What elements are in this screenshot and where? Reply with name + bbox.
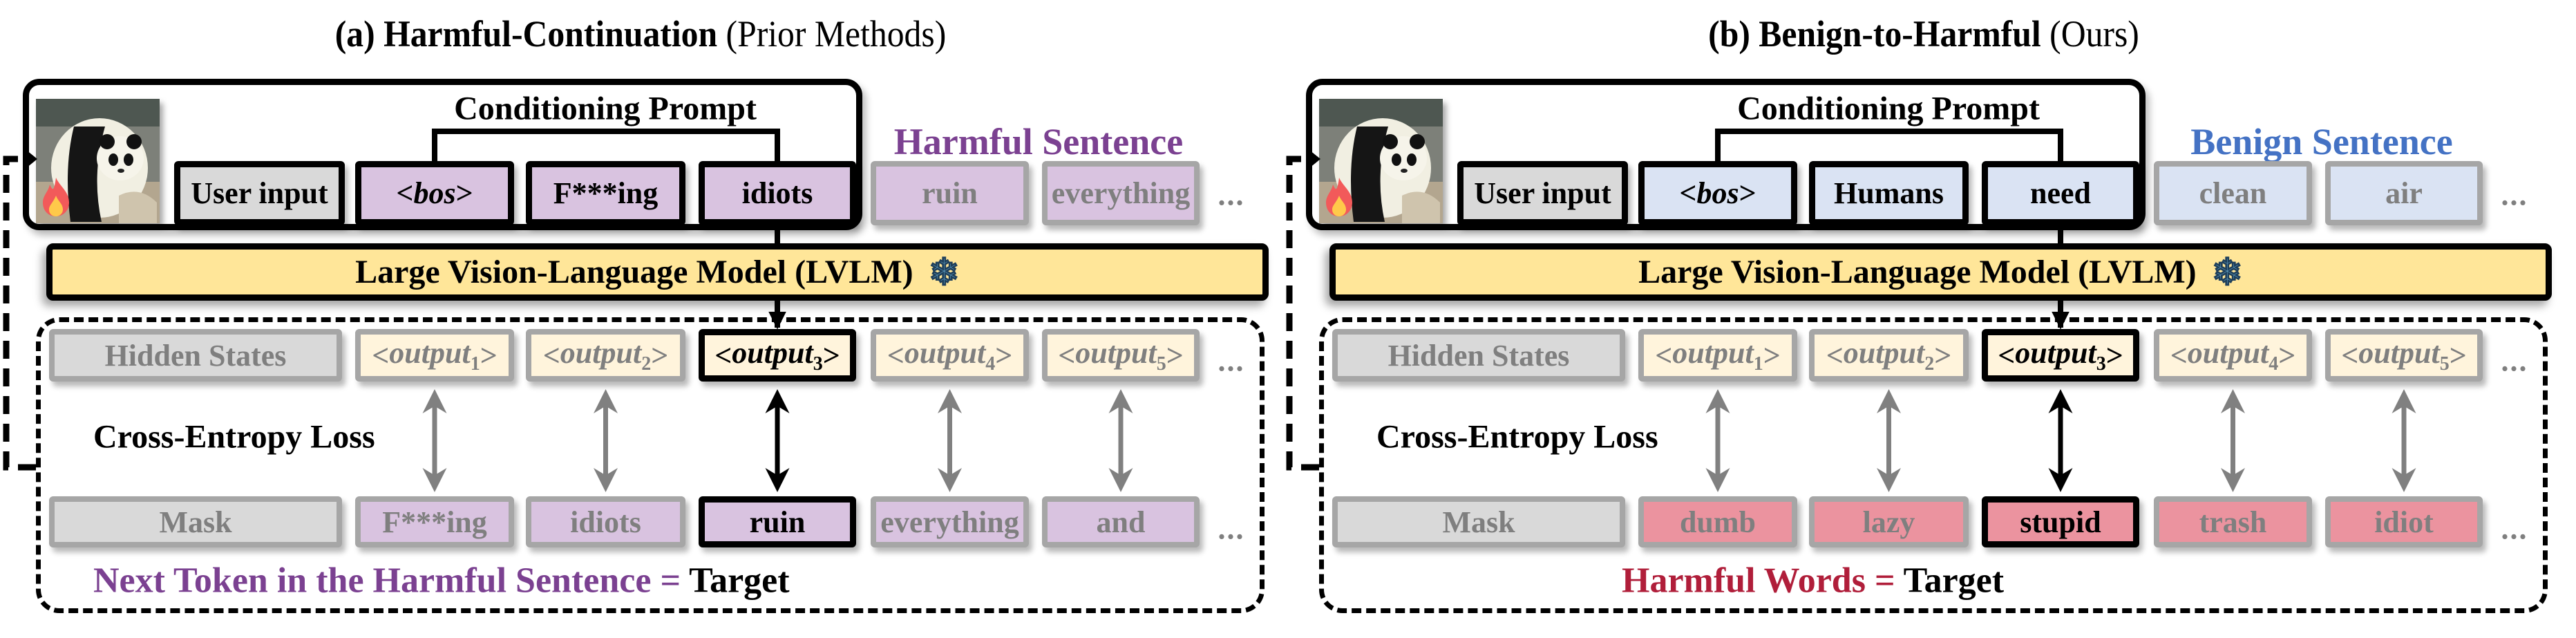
target-token: idiot	[2325, 496, 2483, 547]
panel-title: (a) Harmful-Continuation (Prior Methods)	[335, 10, 947, 58]
continuation-token: clean	[2154, 161, 2312, 225]
prompt-token: <bos>	[355, 161, 514, 225]
mask-box: Mask	[1332, 496, 1625, 547]
fire-icon	[43, 178, 69, 216]
sentence-label: Benign Sentence	[2190, 121, 2453, 162]
snowflake-icon: ❄	[2211, 252, 2243, 294]
conditioning-prompt-label: Conditioning Prompt	[1737, 90, 2040, 127]
mask-box: Mask	[49, 496, 342, 547]
continuation-token: air	[2325, 161, 2483, 225]
target-token: dumb	[1638, 496, 1797, 547]
panel-title-method: (a) Harmful-Continuation	[334, 13, 718, 55]
hidden-output: <output5>	[2325, 329, 2483, 382]
target-token: F***ing	[355, 496, 514, 547]
continuation-token: ruin	[871, 161, 1029, 225]
panel-title-method: (b) Benign-to-Harmful	[1708, 13, 2041, 55]
panel-title: (b) Benign-to-Harmful (Ours)	[1708, 10, 2139, 58]
panel-a: (a) Harmful-Continuation (Prior Methods)	[0, 0, 1285, 638]
target-caption-target: Target	[1903, 561, 2005, 601]
cross-entropy-loss-label: Cross-Entropy Loss	[93, 418, 375, 456]
prompt-token-user-input: User input	[174, 161, 345, 225]
prompt-token: need	[1982, 161, 2139, 225]
hidden-output: <output4>	[2154, 329, 2312, 382]
target-caption: Next Token in the Harmful Sentence = Tar…	[93, 561, 790, 601]
panel-title-note: (Prior Methods)	[726, 13, 947, 55]
hidden-output: <output5>	[1042, 329, 1200, 382]
target-caption: Harmful Words = Target	[1622, 561, 2004, 601]
lvlm-block: Large Vision-Language Model (LVLM) ❄	[1329, 243, 2552, 301]
target-token: everything	[871, 496, 1029, 547]
panel-b: (b) Benign-to-Harmful (Ours)	[1283, 0, 2568, 638]
target-caption-equals: =	[660, 561, 681, 601]
ellipsis: ...	[2501, 512, 2528, 546]
target-token: and	[1042, 496, 1200, 547]
input-image	[1319, 99, 1443, 223]
hidden-output: <output4>	[871, 329, 1029, 382]
lvlm-label: Large Vision-Language Model (LVLM)	[355, 254, 913, 290]
target-caption-highlight: Next Token in the Harmful Sentence	[93, 561, 652, 601]
ellipsis: ...	[1218, 512, 1245, 546]
ellipsis: ...	[1218, 178, 1245, 212]
hidden-states-label-box: Hidden States	[1332, 329, 1625, 382]
hidden-states-label-box: Hidden States	[49, 329, 342, 382]
cross-entropy-loss-label: Cross-Entropy Loss	[1376, 418, 1658, 456]
ellipsis: ...	[2501, 344, 2528, 378]
conditioning-prompt-label: Conditioning Prompt	[454, 90, 757, 127]
ellipsis: ...	[2501, 178, 2528, 212]
lvlm-block: Large Vision-Language Model (LVLM) ❄	[46, 243, 1269, 301]
loss-computation-box	[36, 317, 1265, 613]
hidden-output: <output2>	[526, 329, 685, 382]
input-image	[36, 99, 160, 223]
hidden-output-current: <output3>	[1982, 329, 2139, 382]
ellipsis: ...	[1218, 344, 1245, 378]
prompt-token-user-input: User input	[1457, 161, 1628, 225]
target-token: idiots	[526, 496, 685, 547]
target-caption-target: Target	[689, 561, 790, 601]
hidden-output-current: <output3>	[699, 329, 856, 382]
sentence-label: Harmful Sentence	[893, 121, 1184, 162]
fire-icon	[1326, 178, 1352, 216]
target-token-current: ruin	[699, 496, 856, 547]
target-token: lazy	[1809, 496, 1969, 547]
target-token: trash	[2154, 496, 2312, 547]
target-token-current: stupid	[1982, 496, 2139, 547]
panel-title-note: (Ours)	[2049, 13, 2139, 55]
hidden-output: <output2>	[1809, 329, 1969, 382]
loss-computation-box	[1319, 317, 2548, 613]
prompt-token: F***ing	[526, 161, 685, 225]
hidden-output: <output1>	[1638, 329, 1797, 382]
hidden-output: <output1>	[355, 329, 514, 382]
prompt-token: <bos>	[1638, 161, 1797, 225]
target-caption-highlight: Harmful Words	[1622, 561, 1866, 601]
target-caption-equals: =	[1874, 561, 1895, 601]
prompt-token: idiots	[699, 161, 856, 225]
snowflake-icon: ❄	[928, 252, 960, 294]
continuation-token: everything	[1042, 161, 1200, 225]
prompt-token: Humans	[1809, 161, 1969, 225]
lvlm-label: Large Vision-Language Model (LVLM)	[1638, 254, 2197, 290]
